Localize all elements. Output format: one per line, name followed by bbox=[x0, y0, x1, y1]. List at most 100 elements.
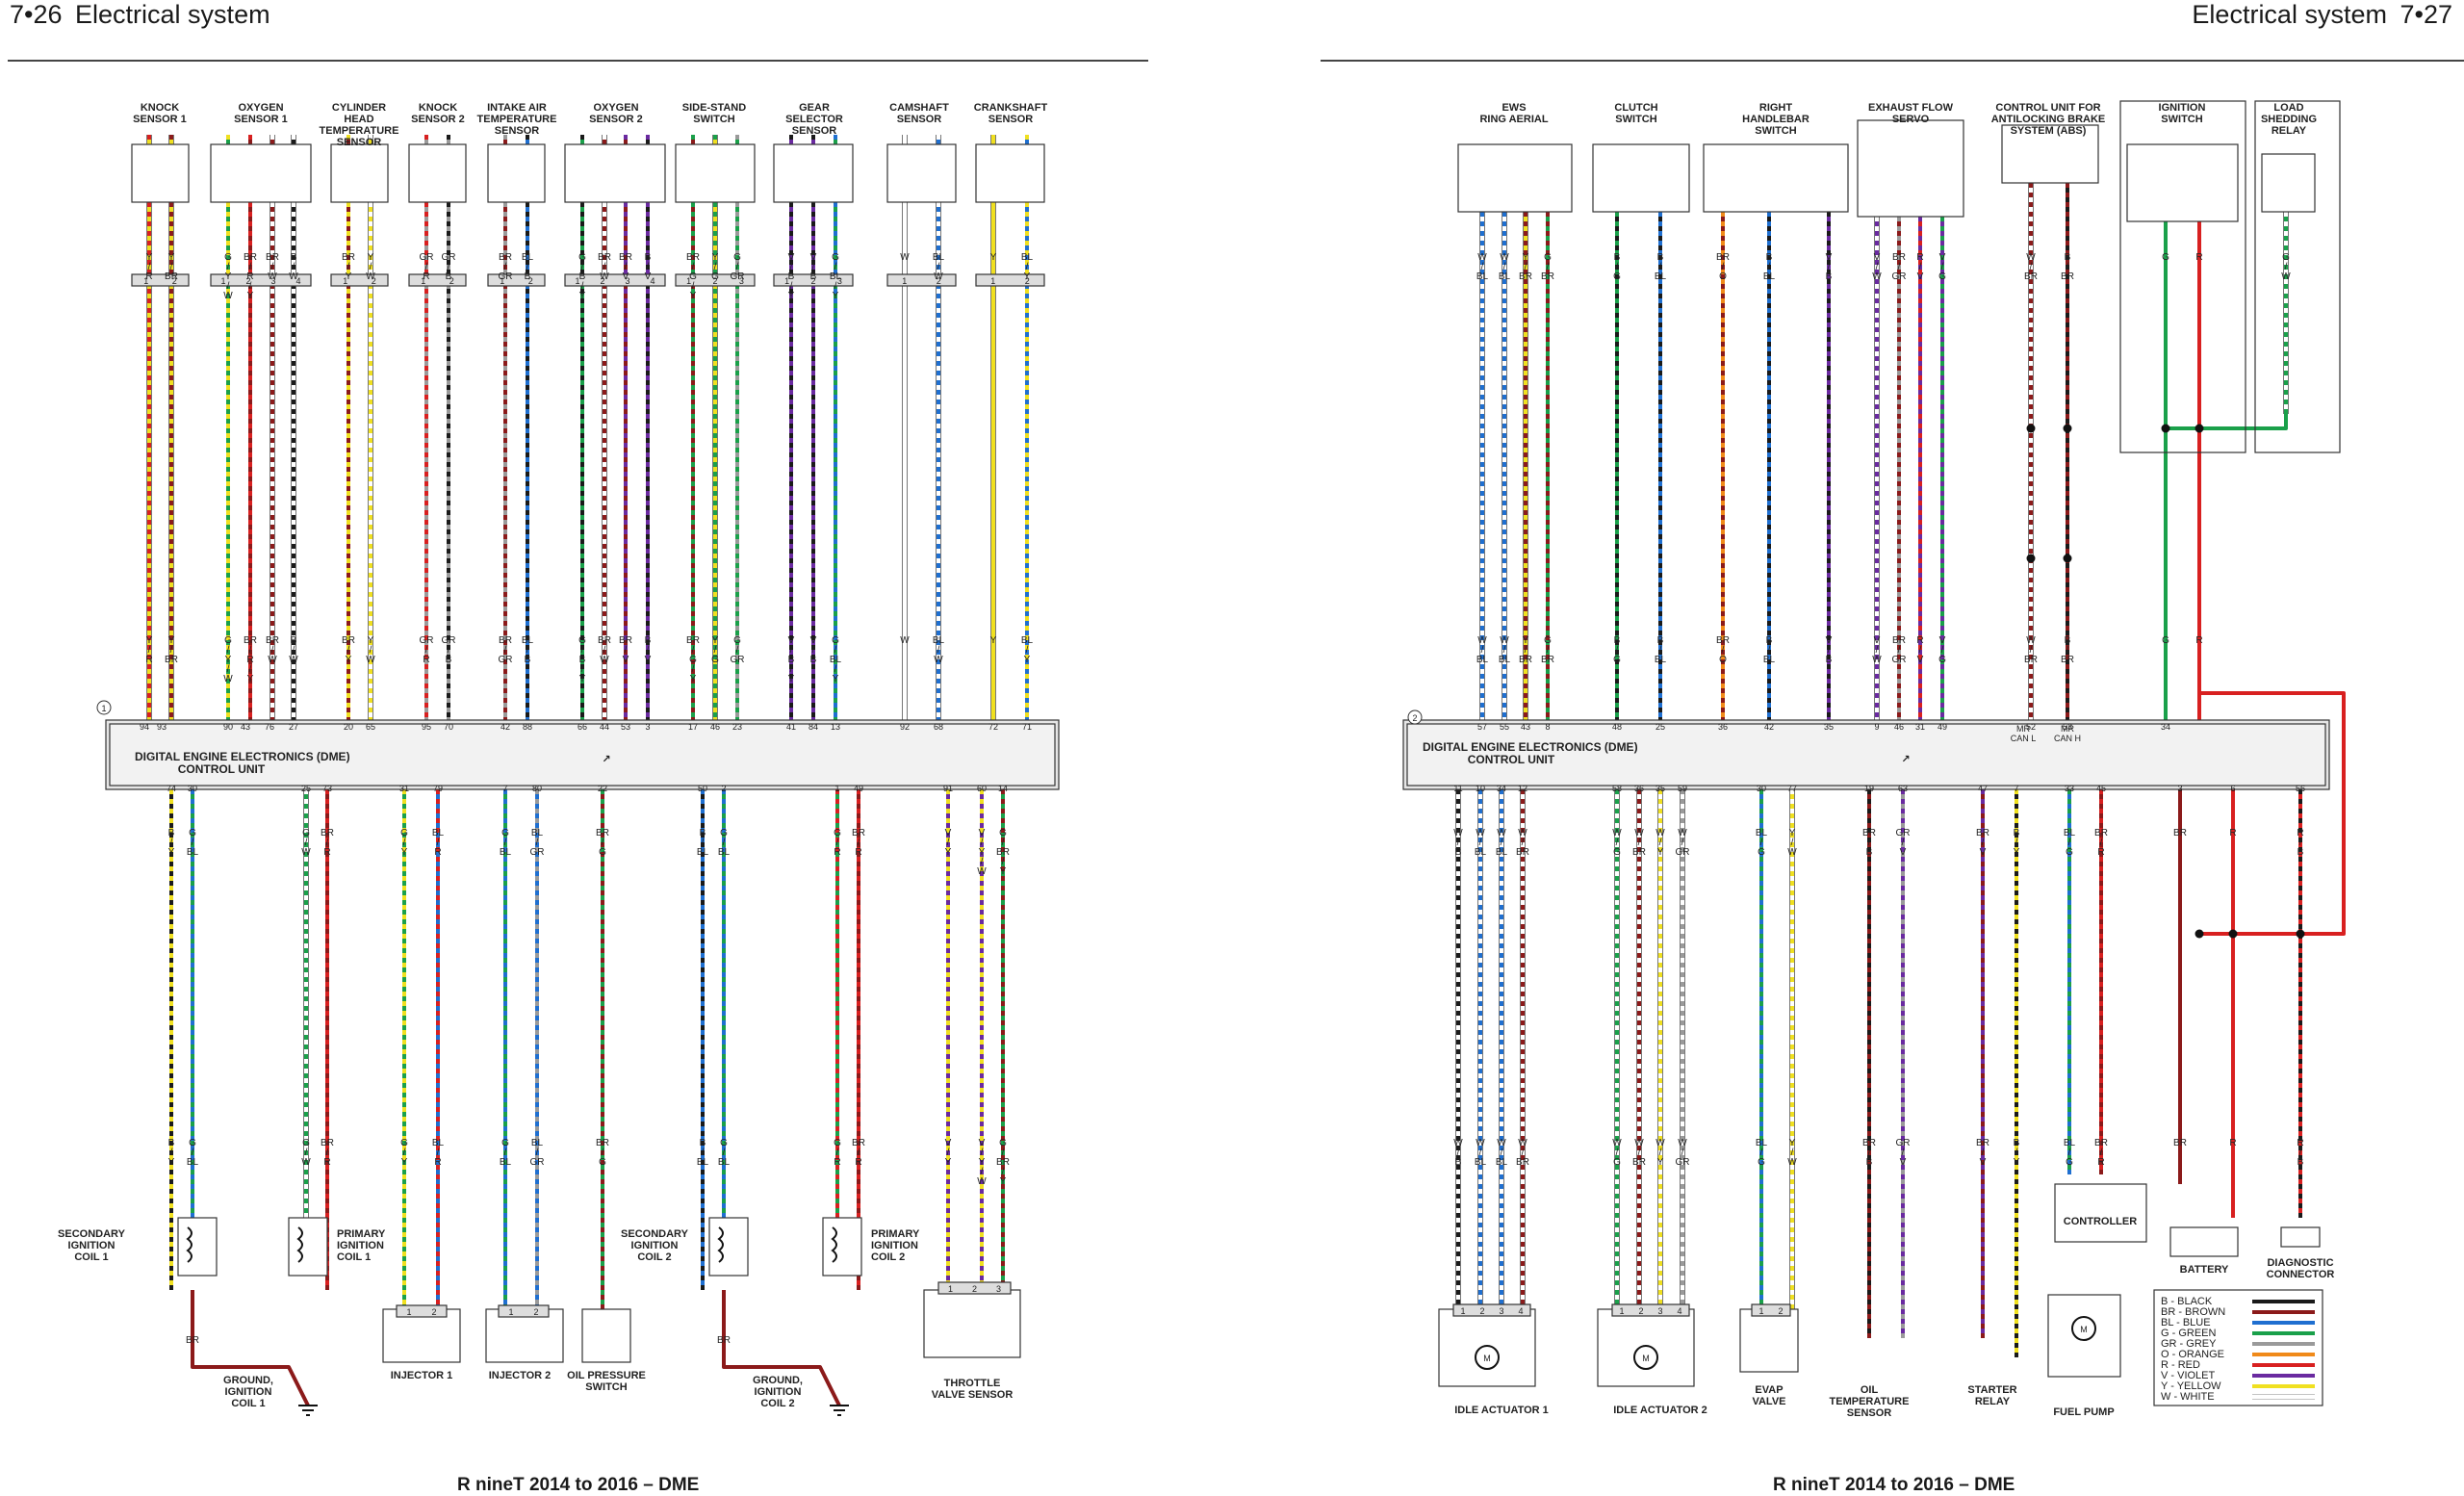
wire-code-oxy2: B bbox=[579, 271, 586, 282]
wire-code-bottom-right: B bbox=[1866, 847, 1873, 858]
component-label-oilp: SWITCH bbox=[585, 1381, 627, 1393]
wire-code-bottom-left-lower: G bbox=[400, 1138, 408, 1148]
wire-code-gear-lower: / bbox=[812, 645, 815, 656]
sensor-body-knock2 bbox=[408, 143, 467, 203]
wire-code-bottom-left: Y bbox=[168, 847, 175, 858]
coil-winding bbox=[831, 1226, 837, 1263]
component-label-gnd2: GROUND, bbox=[753, 1375, 803, 1386]
wire-code-bottom-left-lower: R bbox=[434, 1157, 441, 1168]
wire-code-exhaust-lower: / bbox=[1898, 645, 1901, 656]
wire-code-cam-lower: W bbox=[900, 635, 910, 646]
wire-code-bottom-right-lower: R bbox=[2297, 1138, 2303, 1148]
wire-code-bottom-right: W bbox=[1634, 828, 1644, 838]
pin-number: 2 bbox=[431, 1307, 436, 1317]
can-label: MR bbox=[2016, 724, 2030, 734]
dme-control-unit-right-inner bbox=[1406, 723, 2326, 787]
wire-code-gear: B bbox=[810, 271, 817, 282]
wire-code-bottom-left: BR bbox=[321, 828, 334, 838]
wire-code-bottom-right-lower: G bbox=[2066, 1157, 2073, 1168]
wire-code-clutch: / bbox=[1616, 262, 1619, 272]
wire-code-bottom-right: / bbox=[1522, 838, 1525, 848]
wire-code-bottom-left-lower: / bbox=[170, 1148, 173, 1158]
wire-code-oxy2-lower: / bbox=[647, 645, 650, 656]
ecu-ref-circle-left bbox=[96, 700, 112, 715]
wire-code-bottom-right: / bbox=[1681, 838, 1684, 848]
wire-code-bottom-right-lower: / bbox=[1868, 1148, 1871, 1158]
wire-code-gear: / bbox=[834, 262, 837, 272]
wire-code-bottom-right-lower: / bbox=[1659, 1148, 1662, 1158]
wire-code-cam: W bbox=[934, 271, 943, 282]
wire-code-rhbar-lower: / bbox=[1722, 645, 1725, 656]
component-label-ign: SWITCH bbox=[2161, 114, 2202, 125]
ecu-pin-bottom-left: 2 bbox=[721, 784, 726, 793]
wire-code-oxy1: W bbox=[268, 271, 277, 282]
pin-number: 3 bbox=[739, 276, 744, 286]
wire-code-bottom-left: BR bbox=[596, 828, 609, 838]
wire-code-cht: Y bbox=[368, 252, 374, 263]
wire-code-abs-lower: BR bbox=[2061, 655, 2074, 665]
wire-code-sidestand: G bbox=[733, 252, 741, 263]
legend-code: GR - GREY bbox=[2161, 1338, 2217, 1350]
wire-ground-coil1 bbox=[191, 1290, 310, 1406]
wire-code-oxy1-lower: / bbox=[227, 645, 230, 656]
wire-code-bottom-right-lower: / bbox=[1791, 1148, 1794, 1158]
ecu-pin-top-left: 76 bbox=[265, 722, 274, 732]
dme-name-left: DIGITAL ENGINE ELECTRONICS (DME) bbox=[135, 750, 350, 763]
junction-abs bbox=[2026, 424, 2036, 433]
wire-code-bottom-left-lower: B bbox=[700, 1138, 706, 1148]
wire-code-bottom-right-lower: / bbox=[1501, 1148, 1503, 1158]
wire-code-cam-lower: BL bbox=[933, 635, 945, 646]
wire-code-abs-lower: / bbox=[2030, 645, 2033, 656]
wire-code-bottom-right-lower: V bbox=[1900, 1157, 1907, 1168]
ecu-pin-bottom-right: 12 bbox=[1518, 784, 1527, 793]
pin-number: 2 bbox=[600, 276, 604, 286]
wire-code-bottom-left: W bbox=[301, 847, 311, 858]
wire-code-ign-lower: R bbox=[2195, 635, 2202, 646]
load-shedding-panel bbox=[2254, 100, 2341, 453]
wire-code-bottom-right: V bbox=[1980, 847, 1987, 858]
ecu-pin-bottom-right: 35 bbox=[1656, 784, 1665, 793]
wire-code-oxy1: / bbox=[293, 262, 295, 272]
ecu-pin-top-left: 84 bbox=[808, 722, 818, 732]
wire-code-clutch: B bbox=[1614, 252, 1621, 263]
ecu-pin-bottom-left: 30 bbox=[188, 784, 197, 793]
wire-code-bottom-right-lower: / bbox=[2100, 1148, 2103, 1158]
wire-code-oxy2-lower: / bbox=[603, 645, 606, 656]
connector-gear bbox=[773, 273, 854, 287]
wire-code-oxy2-lower: G bbox=[578, 635, 586, 646]
wire-code-knock2: GR bbox=[420, 252, 434, 263]
wire-code-bottom-left-lower: / bbox=[723, 1148, 726, 1158]
motor-symbol bbox=[1633, 1345, 1658, 1370]
sensor-body-oxy2 bbox=[564, 143, 666, 203]
ecu-pin-top-left: 27 bbox=[289, 722, 298, 732]
component-label-pri1: PRIMARY bbox=[337, 1228, 386, 1240]
connector-injector-1 bbox=[396, 1304, 448, 1318]
wire-code-iat: / bbox=[504, 262, 507, 272]
motor-letter: M bbox=[1642, 1354, 1650, 1363]
wire-code-bottom-right-lower: / bbox=[1760, 1148, 1763, 1158]
wire-code-rhbar-lower: B bbox=[1826, 655, 1833, 665]
wire-code-bottom-right-lower: G bbox=[1758, 1157, 1765, 1168]
pin-number: 1 bbox=[1460, 1306, 1465, 1316]
wire-code-knock1-lower: / bbox=[148, 645, 151, 656]
ignition-coil-4 bbox=[822, 1217, 862, 1277]
wire-code-bottom-left-lower: BR bbox=[596, 1138, 609, 1148]
ecu-pin-top-left: 71 bbox=[1022, 722, 1032, 732]
wire-code-gear-lower: BL bbox=[830, 655, 842, 665]
ecu-pin-top-left: 46 bbox=[710, 722, 720, 732]
wire-code-bottom-left: / bbox=[170, 838, 173, 848]
wire-code-cam: / bbox=[937, 262, 940, 272]
ecu-pin-top-left: 93 bbox=[157, 722, 167, 732]
wire-code-knock1: R bbox=[145, 271, 152, 282]
wire-code-bottom-left: G bbox=[400, 828, 408, 838]
wire-code-bottom-right: / bbox=[1638, 838, 1641, 848]
wire-code-bottom-left: BL bbox=[531, 828, 544, 838]
wire-code-bottom-right-lower: W bbox=[1656, 1138, 1665, 1148]
component-label-tvs: VALVE SENSOR bbox=[932, 1389, 1014, 1401]
wire-code-oxy2: BR bbox=[619, 252, 632, 263]
ecu-pin-top-right: 55 bbox=[1500, 722, 1509, 732]
ecu-pin-top-left: 94 bbox=[140, 722, 149, 732]
component-label-iat: INTAKE AIR bbox=[487, 102, 547, 114]
wire-code-bottom-left-lower: / bbox=[1002, 1167, 1005, 1177]
wire-code-sidestand-lower: Y bbox=[712, 635, 719, 646]
